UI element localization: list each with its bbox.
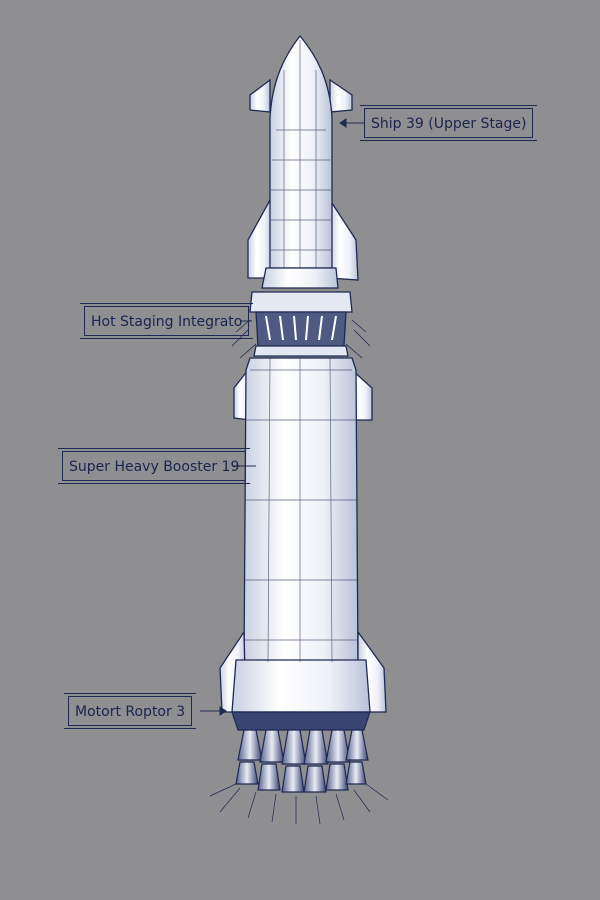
exhaust-streaks [209, 783, 389, 825]
booster-skirt [231, 659, 371, 713]
motor-label: Motort Roptor 3 [63, 693, 197, 729]
hot-staging-vents [265, 315, 337, 341]
engine-cluster [231, 711, 371, 793]
hot-staging-ring [249, 291, 353, 357]
upper-stage [247, 34, 359, 289]
engine-bells-lower [235, 761, 367, 793]
leader-lines [200, 118, 364, 716]
booster-stage [219, 357, 387, 713]
engine-bells-upper [237, 729, 369, 765]
hot-staging-label: Hot Staging Integrato [79, 303, 254, 339]
ship-body [269, 34, 333, 269]
booster-panel-lines [245, 357, 357, 663]
ship-panel-lines [271, 40, 331, 268]
aft-flap-left [247, 197, 273, 279]
ship-skirt [261, 267, 339, 289]
booster-label: Super Heavy Booster 19 [57, 448, 251, 484]
booster-body [243, 357, 359, 663]
forward-flap-right [329, 78, 353, 113]
forward-flap-left [249, 78, 271, 113]
ship-label: Ship 39 (Upper Stage) [359, 105, 538, 141]
